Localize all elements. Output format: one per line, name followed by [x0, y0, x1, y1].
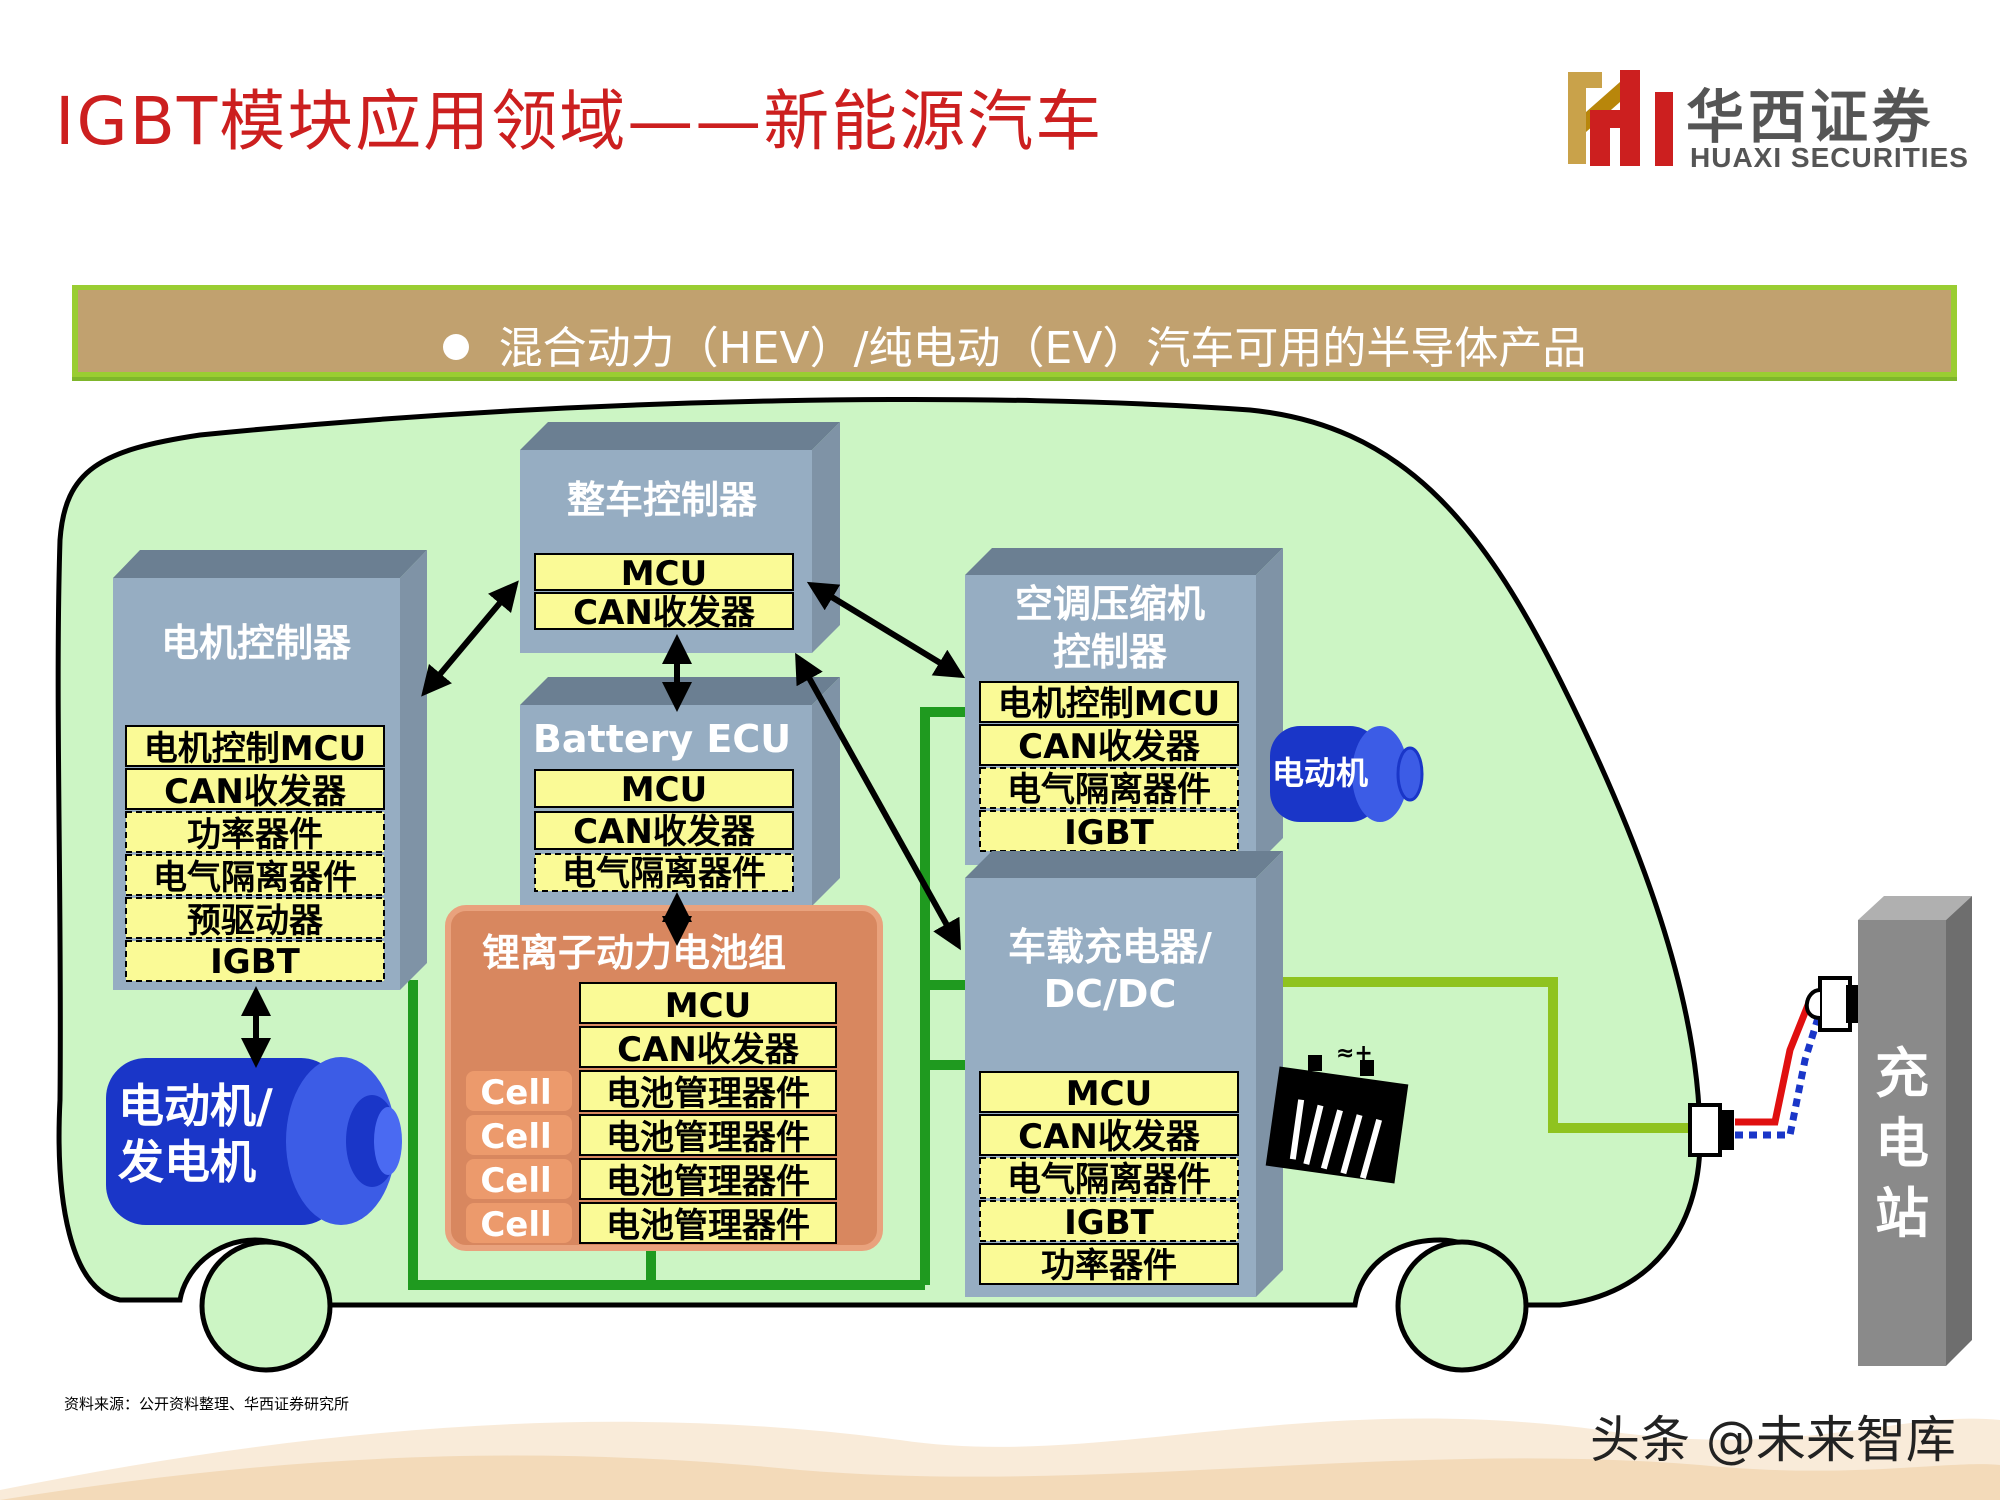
- station-plug-icon: [1804, 976, 1858, 1032]
- motor-controller-item-6: IGBT: [210, 942, 300, 982]
- charger-title-line1: 车载充电器/: [1008, 925, 1212, 969]
- banner-text: 混合动力（HEV）/纯电动（EV）汽车可用的半导体产品: [498, 323, 1587, 374]
- battery-pack-item-mcu: MCU: [665, 986, 751, 1026]
- battery-ecu-item-mcu: MCU: [621, 770, 707, 810]
- charge-cable-blue: [1735, 1003, 1826, 1139]
- charger-item-2: CAN收发器: [1018, 1117, 1201, 1157]
- logo-chinese-name: 华西证券: [1686, 83, 1935, 151]
- logo-english-name: HUAXI SECURITIES: [1690, 142, 1969, 173]
- battery-mgmt-item-1: 电池管理器件: [606, 1074, 810, 1114]
- company-logo: 华西证券 HUAXI SECURITIES: [1560, 62, 1968, 182]
- motor-controller-block: 电机控制器 电机控制MCU CAN收发器 功率器件 电气隔离器件 预驱动器 IG…: [113, 550, 427, 990]
- motor-label-line1: 电动机/: [118, 1079, 273, 1133]
- source-note: 资料来源：公开资料整理、华西证券研究所: [64, 1395, 350, 1413]
- page-title: IGBT模块应用领域——新能源汽车: [55, 83, 1104, 160]
- cell-label-4: Cell: [480, 1205, 551, 1245]
- motor-label-line2: 发电机: [118, 1135, 256, 1189]
- charger-item-1: MCU: [1066, 1074, 1152, 1114]
- motor-controller-item-2: CAN收发器: [164, 772, 347, 812]
- car-battery-icon: ≈+: [1265, 1041, 1409, 1184]
- battery-ecu-title: Battery ECU: [533, 717, 791, 761]
- motor-controller-item-5: 预驱动器: [187, 901, 324, 941]
- station-char-2: 电: [1875, 1112, 1929, 1175]
- vehicle-controller-block: 整车控制器 MCU CAN收发器: [520, 422, 840, 653]
- battery-mgmt-item-2: 电池管理器件: [606, 1118, 810, 1158]
- ac-controller-block: 空调压缩机 控制器 电机控制MCU CAN收发器 电气隔离器件 IGBT: [965, 548, 1283, 865]
- charger-item-5: 功率器件: [1041, 1246, 1177, 1286]
- communication-arrows: [241, 580, 966, 1068]
- front-wheel: [1395, 1239, 1529, 1373]
- charger-item-3: 电气隔离器件: [1007, 1160, 1211, 1200]
- ac-controller-item-1: 电机控制MCU: [998, 684, 1220, 724]
- motor-controller-title: 电机控制器: [161, 621, 352, 665]
- vehicle-controller-item-mcu: MCU: [621, 554, 707, 594]
- watermark-text: 头条 @未来智库: [1590, 1411, 1956, 1469]
- charge-cable-red: [1735, 998, 1814, 1126]
- vehicle-controller-item-can: CAN收发器: [573, 593, 756, 633]
- ac-controller-title-line2: 控制器: [1053, 630, 1168, 674]
- motor-controller-item-1: 电机控制MCU: [144, 729, 366, 769]
- battery-pack-block: 锂离子动力电池组 MCU CAN收发器 Cell 电池管理器件 Cell 电池管…: [445, 905, 883, 1251]
- motor-controller-item-3: 功率器件: [187, 815, 323, 855]
- rear-wheel: [199, 1239, 333, 1373]
- battery-mgmt-item-3: 电池管理器件: [606, 1162, 810, 1202]
- ac-controller-item-3: 电气隔离器件: [1007, 770, 1211, 810]
- battery-ecu-item-isolator: 电气隔离器件: [562, 854, 766, 894]
- svg-text:≈+: ≈+: [1336, 1041, 1373, 1066]
- battery-ecu-item-can: CAN收发器: [573, 812, 756, 852]
- station-char-3: 站: [1875, 1182, 1929, 1245]
- battery-ecu-block: Battery ECU MCU CAN收发器 电气隔离器件: [520, 677, 840, 906]
- vehicle-controller-title: 整车控制器: [567, 478, 758, 522]
- banner-line: 混合动力（HEV）/纯电动（EV）汽车可用的半导体产品: [78, 312, 1951, 376]
- ac-controller-item-4: IGBT: [1064, 813, 1154, 853]
- charging-station: 充 电 站: [1858, 896, 1972, 1366]
- ac-motor-label: 电动机: [1272, 754, 1368, 792]
- decorative-background-waves: [0, 1418, 2000, 1500]
- car-plug-icon: [1688, 1103, 1734, 1157]
- charger-title-line2: DC/DC: [1044, 972, 1177, 1016]
- battery-mgmt-item-4: 电池管理器件: [606, 1206, 810, 1246]
- motor-controller-item-4: 电气隔离器件: [153, 858, 357, 898]
- bullet-icon: [442, 334, 469, 360]
- ac-controller-item-2: CAN收发器: [1018, 727, 1201, 767]
- cell-label-2: Cell: [480, 1117, 551, 1157]
- cell-label-3: Cell: [480, 1161, 551, 1201]
- huaxi-logo-icon: [1568, 70, 1673, 166]
- cell-label-1: Cell: [480, 1073, 551, 1113]
- battery-pack-item-can: CAN收发器: [617, 1030, 800, 1070]
- station-char-1: 充: [1875, 1042, 1929, 1105]
- battery-pack-title: 锂离子动力电池组: [482, 931, 786, 975]
- ac-motor: 电动机: [1270, 726, 1424, 822]
- topic-banner: 混合动力（HEV）/纯电动（EV）汽车可用的半导体产品: [72, 285, 1957, 377]
- main-motor-generator: 电动机/ 发电机: [106, 1057, 402, 1225]
- charging-line: [1268, 977, 1690, 1133]
- charger-block: 车载充电器/ DC/DC MCU CAN收发器 电气隔离器件 IGBT 功率器件: [965, 851, 1283, 1297]
- charger-item-4: IGBT: [1064, 1203, 1154, 1243]
- ac-controller-title-line1: 空调压缩机: [1015, 582, 1205, 626]
